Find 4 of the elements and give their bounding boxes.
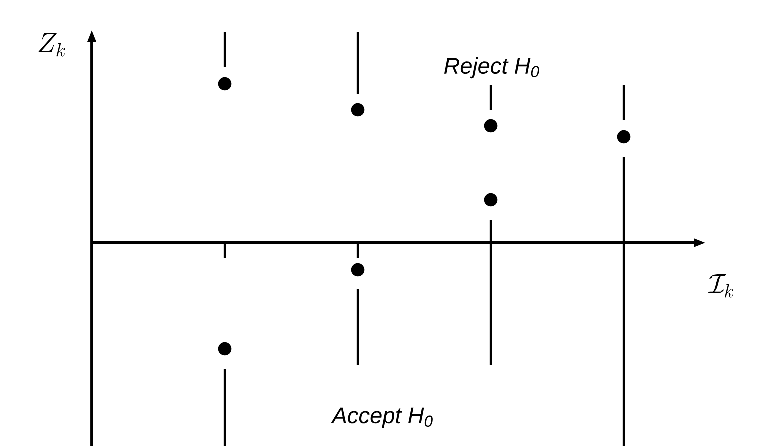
axis-label: $\mathcal{I}_k$: [708, 274, 734, 298]
axis-label: $Z_k$: [38, 34, 66, 57]
region-label: Accept H$_{0}$: [331, 408, 433, 428]
region-label: Reject H$_{0}$: [444, 57, 540, 79]
